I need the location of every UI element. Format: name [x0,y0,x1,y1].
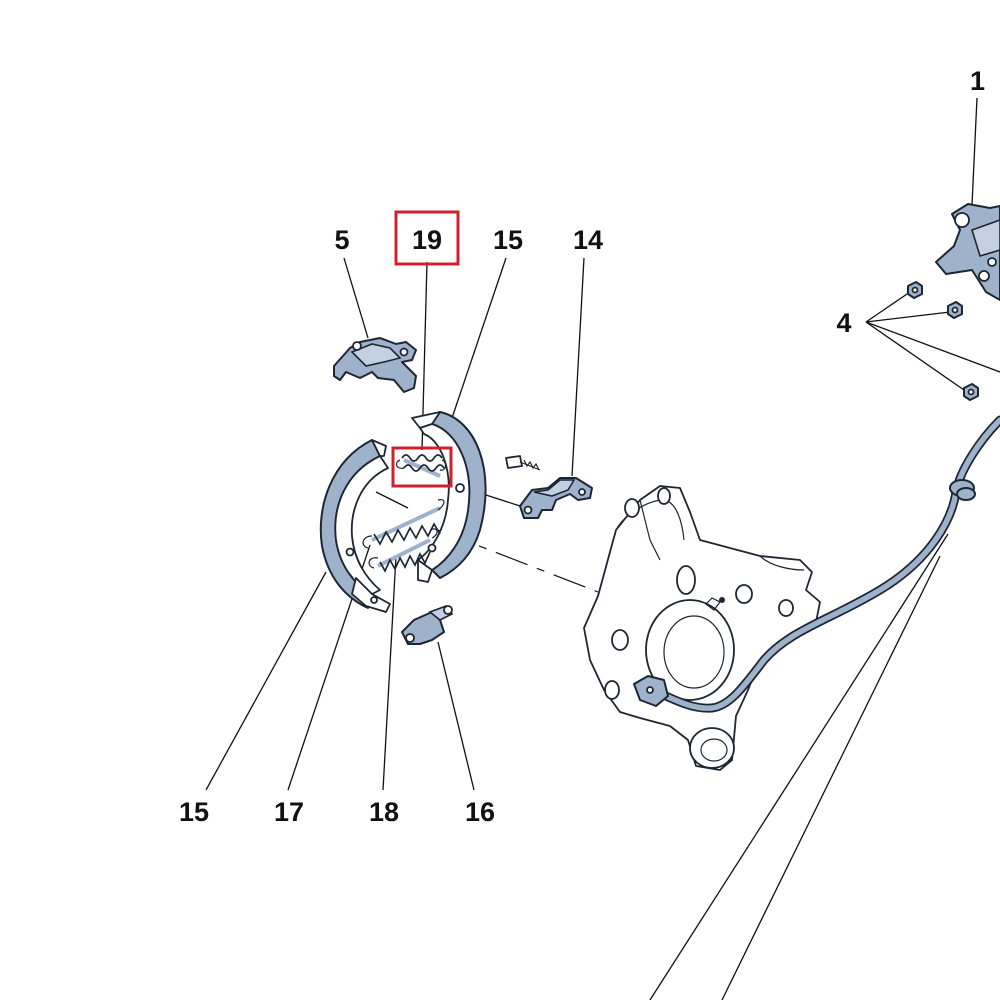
callout-19[interactable]: 19 [412,225,442,255]
steering-knuckle [583,485,821,771]
callout-18[interactable]: 18 [369,797,399,827]
part-14-bracket [519,477,593,519]
leader-lines [205,97,1000,1000]
part-1-actuator [935,203,1000,301]
callouts: 1 4 5 19 15 14 15 17 18 16 [179,66,985,827]
nut-c [963,383,979,401]
axis-line-lower-a [375,491,409,509]
leader-16 [437,641,475,791]
nut-a [907,281,923,299]
part-5-lever [333,337,417,393]
leader-4a [865,291,911,323]
callout-17[interactable]: 17 [274,797,304,827]
leader-4b [865,311,951,323]
leader-15-top [451,257,507,419]
leader-4d [865,321,1000,373]
callout-14[interactable]: 14 [573,225,603,255]
part-17-upper-spring [362,499,445,549]
part-19-small-spring [395,454,447,478]
callout-4[interactable]: 4 [836,308,851,338]
leader-cable-b [721,555,941,1000]
assembly-axis-lines [375,485,599,593]
callout-15-bottom[interactable]: 15 [179,797,209,827]
leader-14 [571,257,585,477]
leader-18 [382,555,397,791]
bolt [505,455,541,471]
leader-5 [343,257,369,339]
callout-19-label-highlight [394,210,460,266]
part-15-right-shoe [411,411,487,583]
part-15-left-shoe [319,439,391,613]
callout-5[interactable]: 5 [334,225,349,255]
callout-1[interactable]: 1 [970,66,985,96]
callout-19-part-highlight [391,446,453,488]
parking-brake-cable [633,415,1000,713]
part-18-lower-spring [368,528,438,573]
callout-15-top[interactable]: 15 [493,225,523,255]
cable-grommet [949,479,976,501]
cable-end-clip [633,675,669,707]
leader-15-bottom [205,571,327,791]
part-4-nuts [907,281,979,401]
nut-b [947,301,963,319]
hub-bore [645,599,735,701]
part-16-actuator-pin [401,605,454,645]
leader-4c [865,321,965,391]
leader-cable-a [649,533,949,1000]
leader-1 [971,97,978,206]
callout-16[interactable]: 16 [465,797,495,827]
